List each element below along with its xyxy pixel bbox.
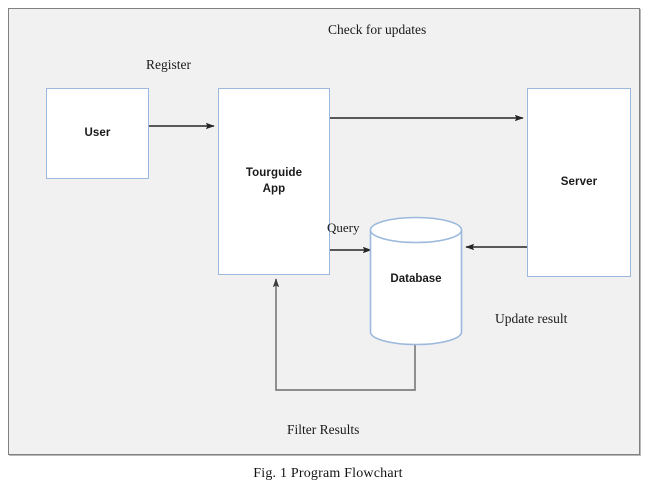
node-database-label: Database bbox=[390, 273, 442, 285]
node-database[interactable]: Database bbox=[369, 216, 463, 346]
node-user[interactable]: User bbox=[46, 88, 149, 179]
edge-label-check-updates: Check for updates bbox=[328, 22, 427, 37]
edge-label-filter-results: Filter Results bbox=[287, 422, 360, 437]
node-user-label: User bbox=[84, 126, 111, 139]
node-server-label: Server bbox=[560, 175, 598, 188]
node-tourguide-app-label: Tourguide App bbox=[245, 166, 303, 195]
database-cylinder-icon bbox=[369, 216, 463, 346]
figure-caption: Fig. 1 Program Flowchart bbox=[253, 466, 403, 481]
edge-label-register: Register bbox=[146, 57, 191, 72]
edge-label-query: Query bbox=[327, 220, 360, 235]
edge-label-update-result: Update result bbox=[495, 311, 568, 326]
node-tourguide-app[interactable]: Tourguide App bbox=[218, 88, 330, 275]
node-server[interactable]: Server bbox=[527, 88, 631, 277]
